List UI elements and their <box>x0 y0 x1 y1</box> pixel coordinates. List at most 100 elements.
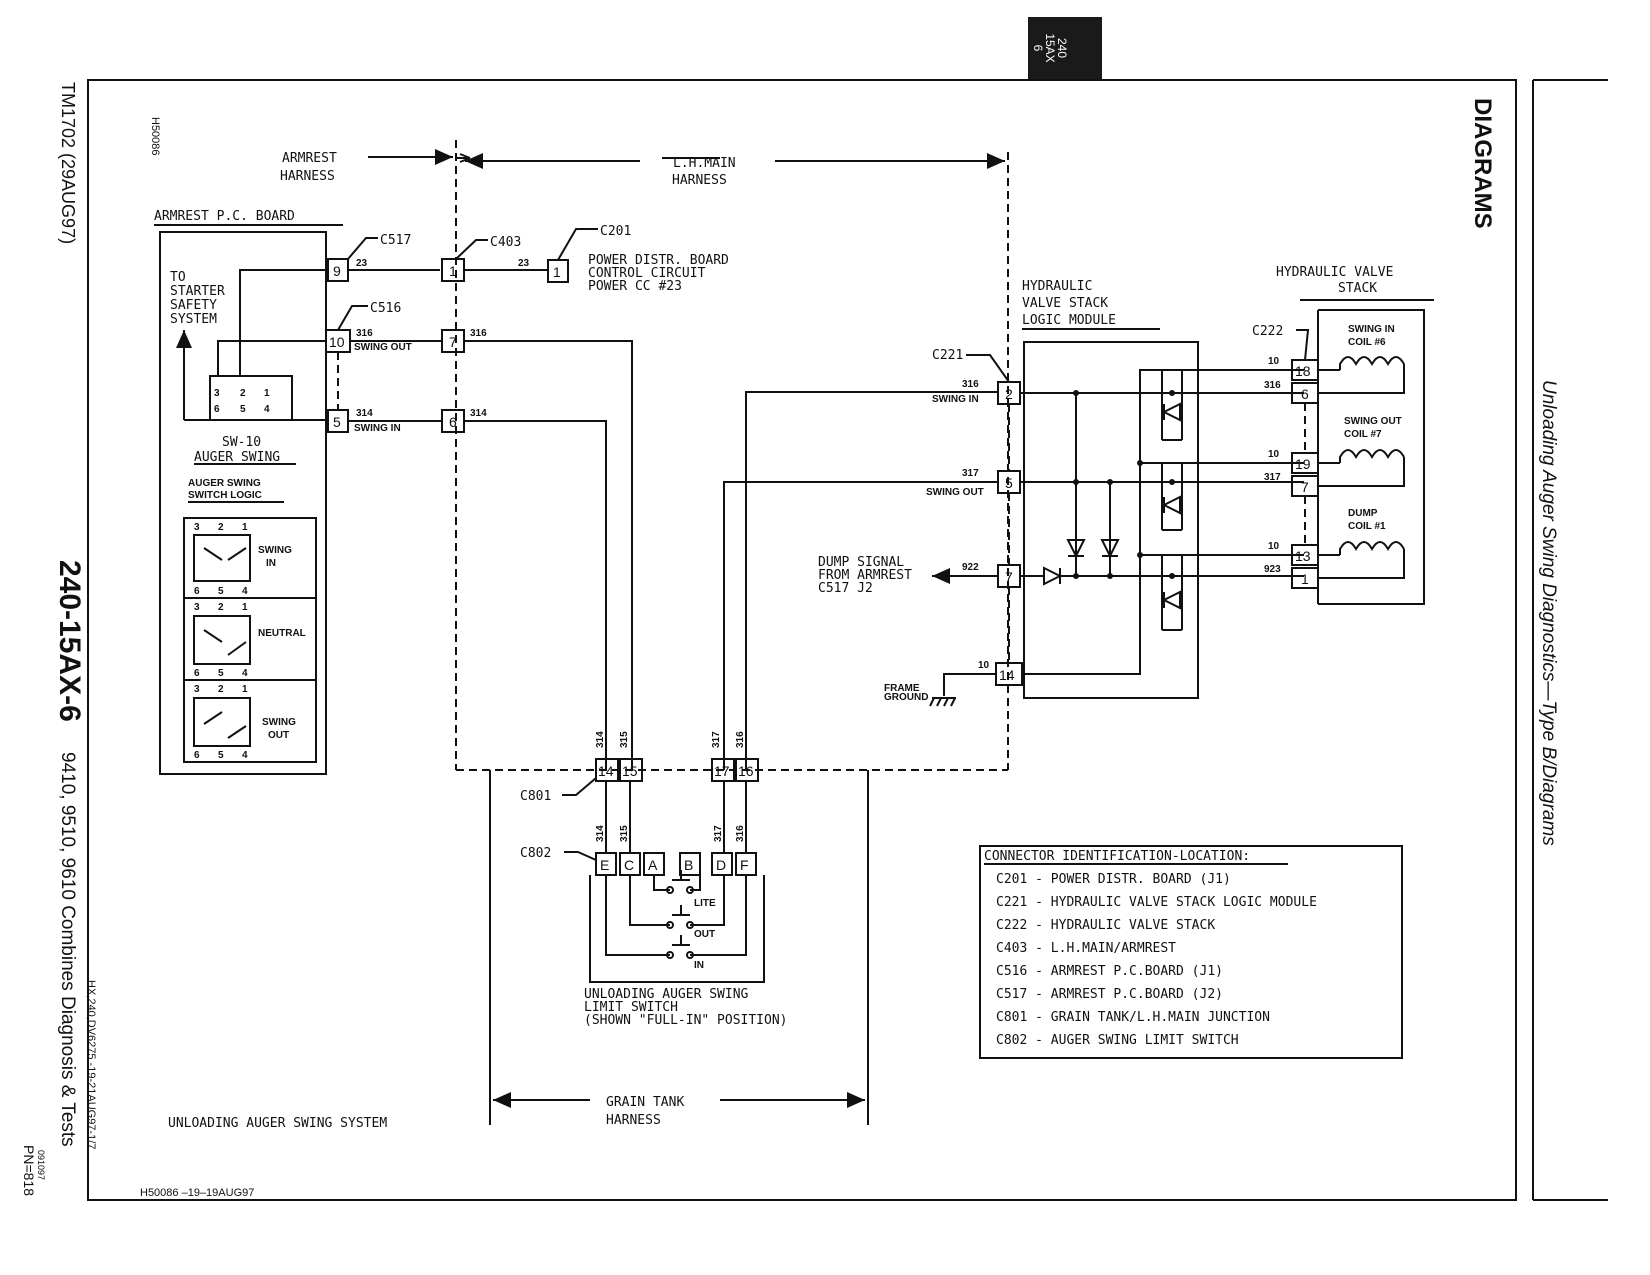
switch-logic-title: AUGER SWING <box>188 478 261 489</box>
svg-text:STARTER: STARTER <box>170 284 225 299</box>
c221-label: C221 <box>932 348 963 363</box>
svg-text:19: 19 <box>1295 456 1311 472</box>
svg-text:314: 314 <box>595 825 606 842</box>
svg-text:14: 14 <box>999 667 1015 683</box>
svg-text:316: 316 <box>735 825 746 842</box>
svg-text:314: 314 <box>356 408 373 419</box>
limit-switch-label: UNLOADING AUGER SWING <box>584 987 749 1002</box>
svg-text:10: 10 <box>1268 541 1280 552</box>
svg-text:6: 6 <box>214 404 220 415</box>
svg-text:1: 1 <box>553 264 561 280</box>
graintank-dividers <box>489 770 869 1125</box>
svg-text:IN: IN <box>266 558 276 569</box>
book-title: 9410, 9510, 9610 Combines Diagnosis & Te… <box>57 752 78 1147</box>
legend-item: C222 - HYDRAULIC VALVE STACK <box>996 918 1215 933</box>
svg-text:TO: TO <box>170 270 186 285</box>
svg-text:GROUND: GROUND <box>884 692 928 703</box>
svg-text:SYSTEM: SYSTEM <box>170 312 217 327</box>
svg-text:7: 7 <box>1301 479 1309 495</box>
svg-text:316: 316 <box>962 379 979 390</box>
svg-text:314: 314 <box>595 731 606 748</box>
svg-text:15: 15 <box>622 763 638 779</box>
svg-text:23: 23 <box>518 258 530 269</box>
svg-text:10: 10 <box>978 660 990 671</box>
svg-text:317: 317 <box>711 731 722 748</box>
svg-text:SWING IN: SWING IN <box>932 394 979 405</box>
svg-text:315: 315 <box>619 731 630 748</box>
svg-text:LIMIT SWITCH: LIMIT SWITCH <box>584 1000 678 1015</box>
svg-text:314: 314 <box>470 408 487 419</box>
c517-label: C517 <box>380 233 411 248</box>
frame-ground-label: FRAME <box>884 683 920 694</box>
svg-text:A: A <box>648 857 658 873</box>
svg-text:4: 4 <box>242 586 248 597</box>
section-code: 240-15AX-6 <box>53 560 86 722</box>
harness-lhmain-label: L.H.MAIN <box>673 156 736 171</box>
switch-state-swing-in: 3 2 1 6 5 4 SWING IN <box>193 522 292 597</box>
armrest-board <box>159 231 327 775</box>
svg-text:2: 2 <box>218 522 224 533</box>
figure-caption: H50086 –19–19AUG97 <box>140 1187 254 1199</box>
c403-label: C403 <box>490 235 521 250</box>
diode-2 <box>1100 539 1120 559</box>
c801-label: C801 <box>520 789 551 804</box>
svg-text:SAFETY: SAFETY <box>170 298 217 313</box>
svg-text:5: 5 <box>218 586 224 597</box>
sw10-switch <box>209 375 293 421</box>
svg-text:SWING: SWING <box>262 717 296 728</box>
svg-text:SWING: SWING <box>258 545 292 556</box>
svg-text:316: 316 <box>356 328 373 339</box>
legend-title: CONNECTOR IDENTIFICATION-LOCATION: <box>984 849 1250 864</box>
contact-lite-label: LITE <box>694 898 716 909</box>
svg-text:1: 1 <box>242 522 248 533</box>
svg-text:COIL #7: COIL #7 <box>1344 429 1382 440</box>
svg-text:17: 17 <box>714 763 730 779</box>
logic-module <box>1023 341 1199 699</box>
legend-item: C801 - GRAIN TANK/L.H.MAIN JUNCTION <box>996 1010 1270 1025</box>
svg-text:3: 3 <box>194 684 200 695</box>
svg-text:COIL #1: COIL #1 <box>1348 521 1386 532</box>
c201-label: C201 <box>600 224 631 239</box>
svg-text:5: 5 <box>333 414 341 430</box>
svg-text:15AX: 15AX <box>1043 33 1057 62</box>
svg-text:5: 5 <box>1005 475 1013 491</box>
svg-text:2: 2 <box>218 684 224 695</box>
page-number: PN=818 <box>21 1145 37 1196</box>
svg-text:C: C <box>624 857 634 873</box>
section-tab-text: 240 15AX 6 <box>1031 33 1069 62</box>
coil-dump: DUMP COIL #1 <box>1318 508 1405 579</box>
manual-id: TM1702 (29AUG97) <box>58 82 78 244</box>
svg-text:1: 1 <box>449 263 457 279</box>
svg-text:FROM ARMREST: FROM ARMREST <box>818 568 912 583</box>
legend-item: C516 - ARMREST P.C.BOARD (J1) <box>996 964 1223 979</box>
svg-text:HARNESS: HARNESS <box>280 169 335 184</box>
harness-armrest-label: ARMREST <box>282 151 337 166</box>
svg-text:6: 6 <box>194 750 200 761</box>
side-frame <box>1532 79 1608 1201</box>
svg-text:23: 23 <box>356 258 368 269</box>
suppression-diode-2 <box>1161 495 1181 515</box>
harness-graintank-label: GRAIN TANK <box>606 1095 684 1110</box>
contact-in-label: IN <box>694 960 704 971</box>
svg-text:9: 9 <box>333 263 341 279</box>
power-board-label: POWER DISTR. BOARD <box>588 253 729 268</box>
svg-text:SWING IN: SWING IN <box>354 423 401 434</box>
svg-text:13: 13 <box>1295 548 1311 564</box>
legend-item: C517 - ARMREST P.C.BOARD (J2) <box>996 987 1223 1002</box>
svg-text:POWER CC #23: POWER CC #23 <box>588 279 682 294</box>
legend-item: C201 - POWER DISTR. BOARD (J1) <box>996 872 1231 887</box>
svg-text:B: B <box>684 857 693 873</box>
legend-item: C403 - L.H.MAIN/ARMREST <box>996 941 1176 956</box>
header-title: DIAGRAMS <box>1469 98 1496 229</box>
svg-text:7: 7 <box>449 334 457 350</box>
svg-text:4: 4 <box>242 668 248 679</box>
svg-text:6: 6 <box>1301 386 1309 402</box>
page-frame <box>87 79 1517 1201</box>
legend-items: C201 - POWER DISTR. BOARD (J1) C221 - HY… <box>996 872 1317 1048</box>
suppression-diode-1 <box>1161 402 1181 422</box>
c802-connector: E C A B D F <box>595 852 757 876</box>
coil-swing-out: SWING OUT COIL #7 <box>1318 416 1405 487</box>
legend-item: C221 - HYDRAULIC VALVE STACK LOGIC MODUL… <box>996 895 1317 910</box>
logic-module-title: HYDRAULIC <box>1022 279 1092 294</box>
